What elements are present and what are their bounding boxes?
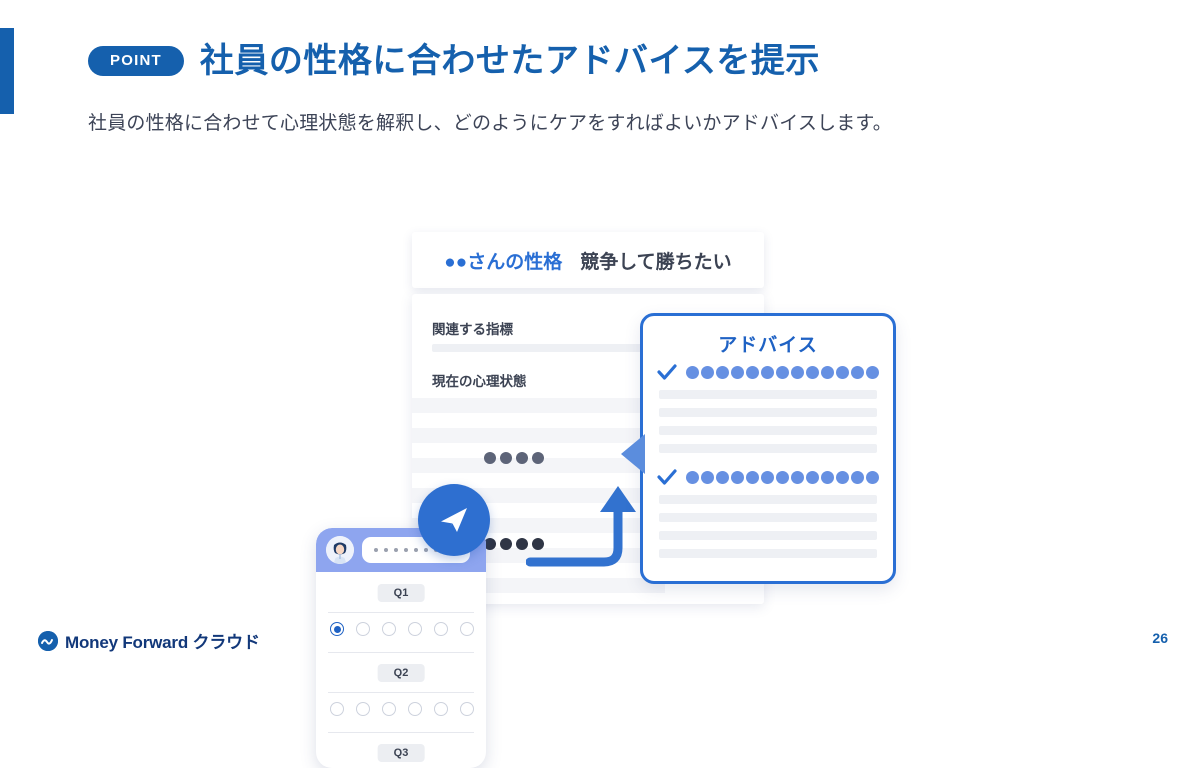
question-tag-q2: Q2 (377, 664, 425, 682)
placeholder-line (659, 513, 877, 522)
footer-logo-text: Money Forward クラウド (65, 633, 260, 652)
advice-card: アドバイス (621, 313, 896, 584)
user-avatar-icon (326, 536, 354, 564)
header: POINT 社員の性格に合わせたアドバイスを提示 (88, 44, 820, 78)
placeholder-line (659, 495, 877, 504)
illustration: ●●さんの性格 競争して勝ちたい 関連する指標 現在の心理状態 (290, 210, 930, 768)
report-header-card: ●●さんの性格 競争して勝ちたい (412, 232, 764, 288)
advice-title: アドバイス (718, 335, 818, 356)
radio-option[interactable] (434, 622, 448, 636)
advice-check-row (643, 364, 893, 381)
divider (328, 612, 474, 613)
radio-option[interactable] (460, 622, 474, 636)
placeholder-line (659, 549, 877, 558)
placeholder-line (659, 531, 877, 540)
radio-group-q2[interactable] (330, 702, 474, 716)
footer-logo: Money Forward クラウド (38, 628, 260, 653)
check-icon (657, 364, 677, 380)
radio-option[interactable] (434, 702, 448, 716)
radio-group-q1[interactable] (330, 622, 474, 636)
money-forward-logo-icon (38, 630, 58, 651)
page-subtitle: 社員の性格に合わせて心理状態を解釈し、どのようにケアをすればよいかアドバイスしま… (88, 113, 892, 134)
radio-option[interactable] (382, 702, 396, 716)
placeholder-line (432, 344, 744, 352)
placeholder-line (659, 444, 877, 453)
page-number: 26 (1152, 630, 1168, 646)
check-icon (657, 469, 677, 485)
advice-check-row (643, 469, 893, 486)
flow-arrow (525, 478, 666, 588)
radio-option[interactable] (408, 622, 422, 636)
dot-row (686, 366, 879, 379)
left-accent-bar (0, 28, 14, 114)
divider (328, 652, 474, 653)
radio-option[interactable] (460, 702, 474, 716)
placeholder-line (659, 408, 877, 417)
pointer-triangle-icon (621, 434, 645, 474)
dot-group (484, 452, 544, 464)
radio-option[interactable] (356, 702, 370, 716)
phone-screen: Q1 Q2 (316, 528, 486, 768)
send-button[interactable] (418, 484, 490, 556)
slide: POINT 社員の性格に合わせたアドバイスを提示 社員の性格に合わせて心理状態を… (0, 28, 1168, 768)
report-label-state: 現在の心理状態 (432, 374, 527, 389)
divider (328, 732, 474, 733)
divider (328, 692, 474, 693)
report-person-name: ●●さんの性格 (444, 251, 563, 273)
placeholder-line (659, 390, 877, 399)
page-title: 社員の性格に合わせたアドバイスを提示 (199, 42, 820, 80)
report-label-indicator: 関連する指標 (432, 322, 513, 337)
question-tag-q3: Q3 (377, 744, 425, 762)
radio-option[interactable] (330, 622, 344, 636)
report-trait: 競争して勝ちたい (580, 251, 732, 273)
dot-row (686, 471, 879, 484)
placeholder-line (659, 426, 877, 435)
question-tag-q1: Q1 (377, 584, 425, 602)
up-arrow-icon (525, 486, 636, 567)
radio-option[interactable] (408, 702, 422, 716)
paper-plane-icon (441, 508, 467, 532)
radio-option[interactable] (330, 702, 344, 716)
radio-option[interactable] (382, 622, 396, 636)
dot-group (484, 538, 544, 550)
point-badge: POINT (88, 46, 184, 76)
radio-option[interactable] (356, 622, 370, 636)
